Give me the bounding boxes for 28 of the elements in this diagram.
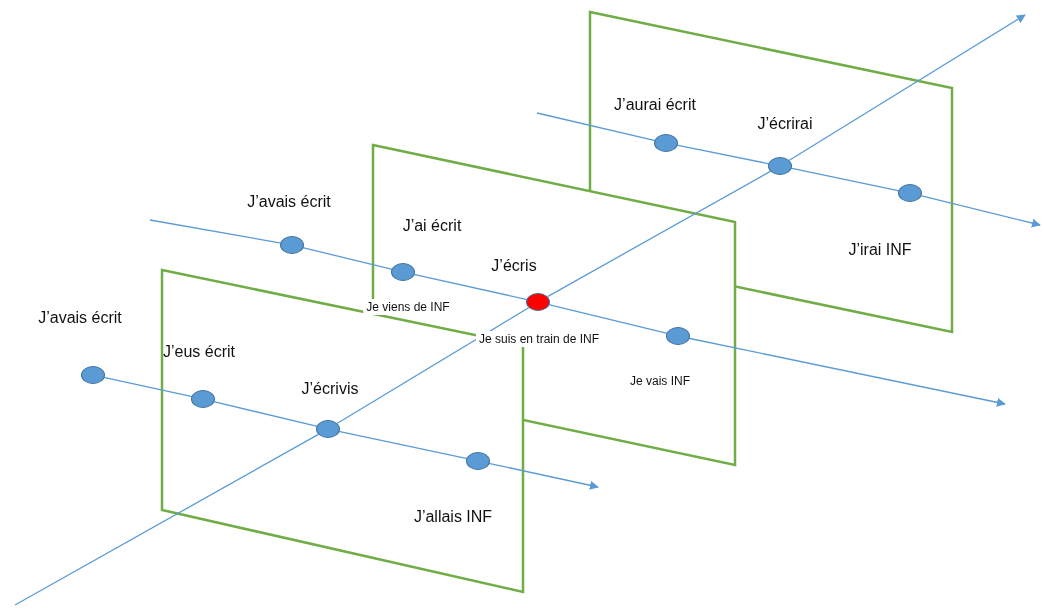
tense-label: Je viens de INF bbox=[363, 299, 453, 315]
timeline-line bbox=[149, 219, 282, 244]
tense-label: J’écrivis bbox=[301, 380, 359, 398]
arrow bbox=[788, 14, 1026, 161]
timeline-line bbox=[302, 246, 393, 271]
tense-label: J’irai INF bbox=[848, 241, 912, 259]
timeline-line bbox=[790, 167, 900, 192]
tense-label: J’avais écrit bbox=[38, 309, 122, 327]
arrow bbox=[688, 337, 1006, 407]
arrow bbox=[488, 462, 599, 490]
timeline-line bbox=[536, 112, 656, 142]
arrow bbox=[920, 195, 1041, 228]
timeline-line bbox=[676, 144, 770, 165]
tense-label: J’aurai écrit bbox=[614, 96, 696, 114]
timeline-line bbox=[338, 430, 468, 460]
timeline-line bbox=[336, 307, 530, 424]
timeline-line bbox=[546, 170, 772, 298]
timeline-line bbox=[103, 376, 193, 398]
tense-label: J’ai écrit bbox=[402, 217, 462, 235]
timeline-line bbox=[14, 433, 320, 606]
timeline-line bbox=[213, 400, 318, 428]
tense-label: J’allais INF bbox=[413, 508, 493, 526]
tense-label: J’écrirai bbox=[757, 115, 813, 133]
tense-label: J’eus écrit bbox=[163, 343, 235, 361]
tense-label: J’écris bbox=[491, 257, 537, 275]
timeline-line bbox=[413, 273, 528, 301]
timeline-line bbox=[548, 303, 668, 335]
tense-label: J’avais écrit bbox=[247, 193, 331, 211]
